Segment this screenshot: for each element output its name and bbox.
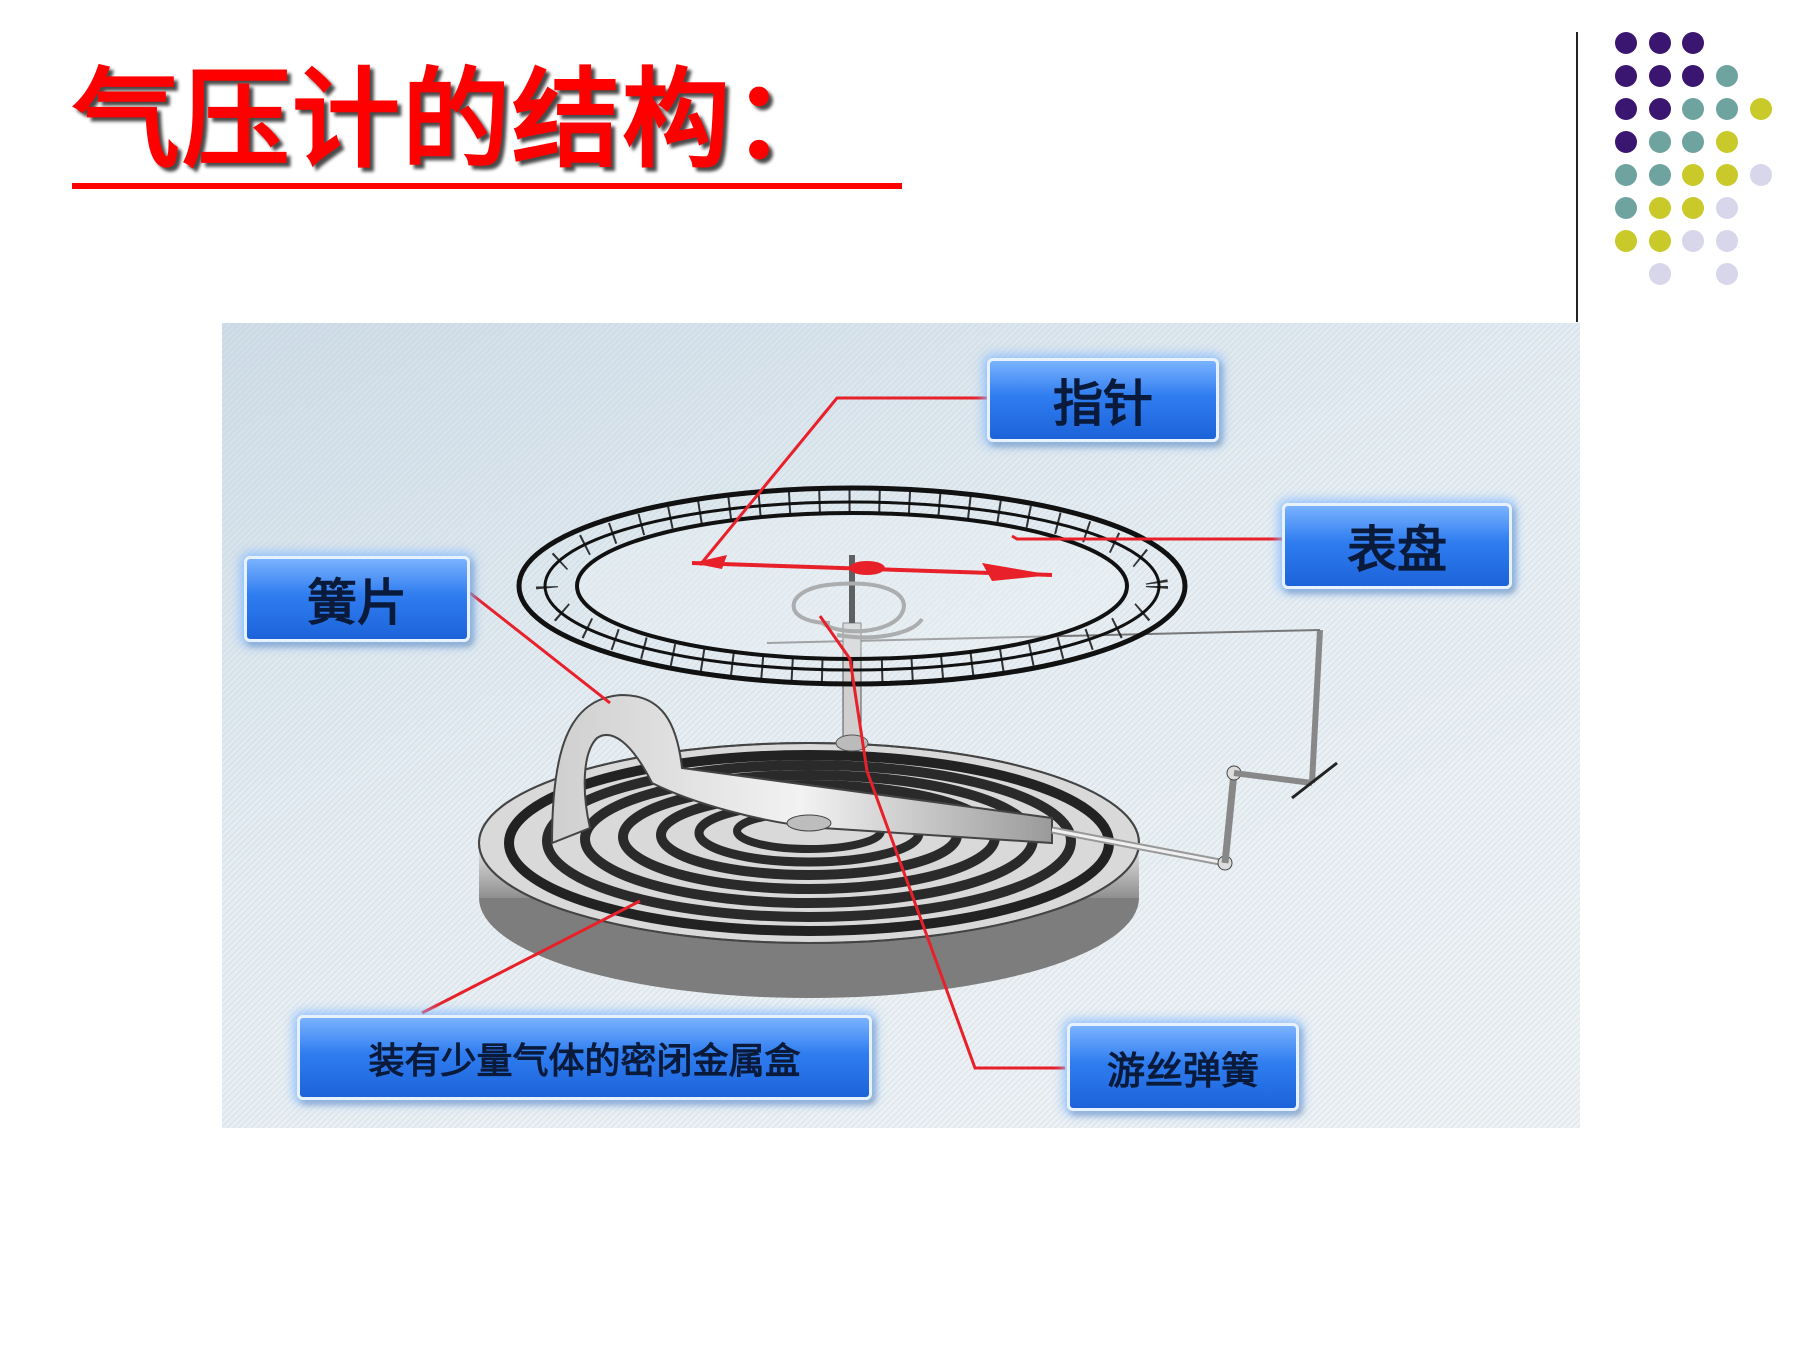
barometer-diagram: 指针 表盘 簧片 游丝弹簧 装有少量气体的密闭金属盒 (222, 323, 1580, 1128)
metal-box (478, 742, 1140, 998)
label-leaf-spring: 簧片 (244, 556, 470, 642)
pointer-needle (691, 555, 1053, 581)
divider-line (1576, 32, 1578, 322)
label-metal-box: 装有少量气体的密闭金属盒 (297, 1015, 872, 1100)
page-title: 气压计的结构： (72, 61, 903, 189)
dial (516, 485, 1188, 687)
leader-lines (421, 396, 1284, 1070)
label-hair-spring: 游丝弹簧 (1067, 1023, 1299, 1111)
decorative-dot-grid (1615, 32, 1772, 285)
label-dial: 表盘 (1282, 503, 1512, 589)
label-pointer: 指针 (987, 358, 1219, 442)
